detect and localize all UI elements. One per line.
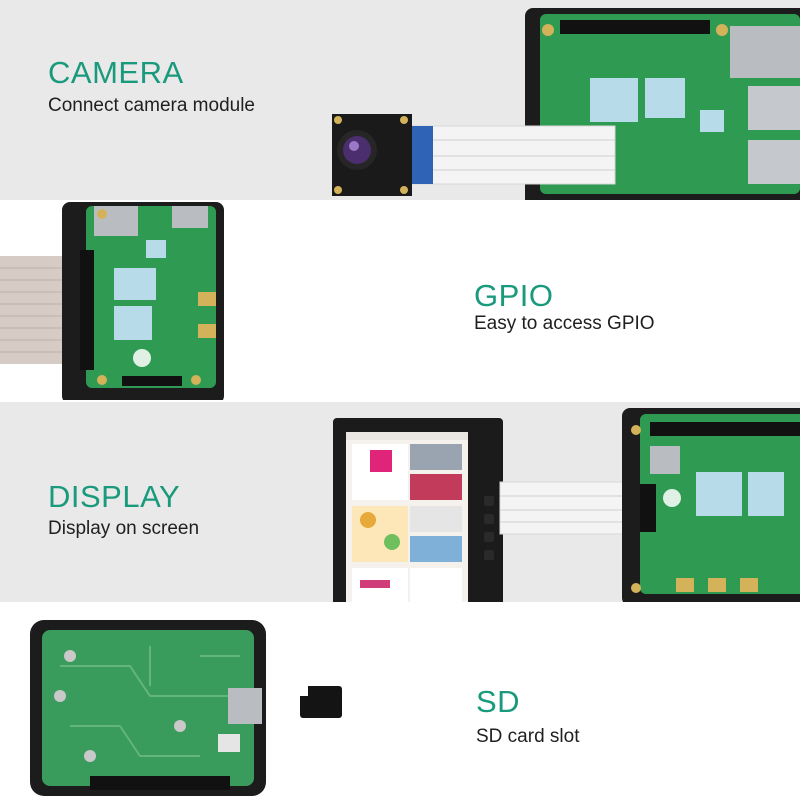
camera-title: CAMERA — [48, 55, 184, 90]
display-section: DISPLAY Display on screen — [0, 402, 800, 602]
gpio-header — [650, 422, 800, 436]
camera-section: CAMERA Connect camera module — [0, 0, 800, 200]
cpu-chip — [696, 472, 742, 516]
sd-illustration — [30, 620, 342, 796]
ethernet-port — [730, 26, 800, 78]
usb-port — [748, 86, 800, 130]
sd-card-slot — [228, 688, 262, 724]
hdmi-port — [198, 292, 216, 306]
gpio-illustration — [0, 202, 224, 400]
hdmi-port — [198, 324, 216, 338]
usb-port — [748, 140, 800, 184]
micro-sd-card — [300, 686, 342, 718]
raspberry-pi-board — [42, 630, 254, 786]
camera-illustration — [332, 8, 800, 200]
cpu-chip — [590, 78, 638, 122]
gpio-header — [80, 250, 94, 370]
sd-title: SD — [476, 684, 521, 719]
ram-chip — [114, 268, 156, 300]
display-illustration — [333, 408, 800, 602]
ram-chip — [748, 472, 784, 516]
sd-subtitle: SD card slot — [476, 726, 580, 747]
sd-section: SD SD card slot — [0, 606, 800, 800]
gpio-subtitle: Easy to access GPIO — [474, 313, 655, 334]
gpio-section: GPIO Easy to access GPIO — [0, 200, 800, 400]
display-subtitle: Display on screen — [48, 518, 200, 539]
gpio-title: GPIO — [474, 278, 554, 313]
cpu-chip — [114, 306, 152, 340]
gpio-header — [560, 20, 710, 34]
ram-chip — [645, 78, 685, 118]
camera-subtitle: Connect camera module — [48, 95, 255, 116]
ribbon-cable — [404, 125, 616, 185]
display-title: DISPLAY — [48, 479, 181, 514]
